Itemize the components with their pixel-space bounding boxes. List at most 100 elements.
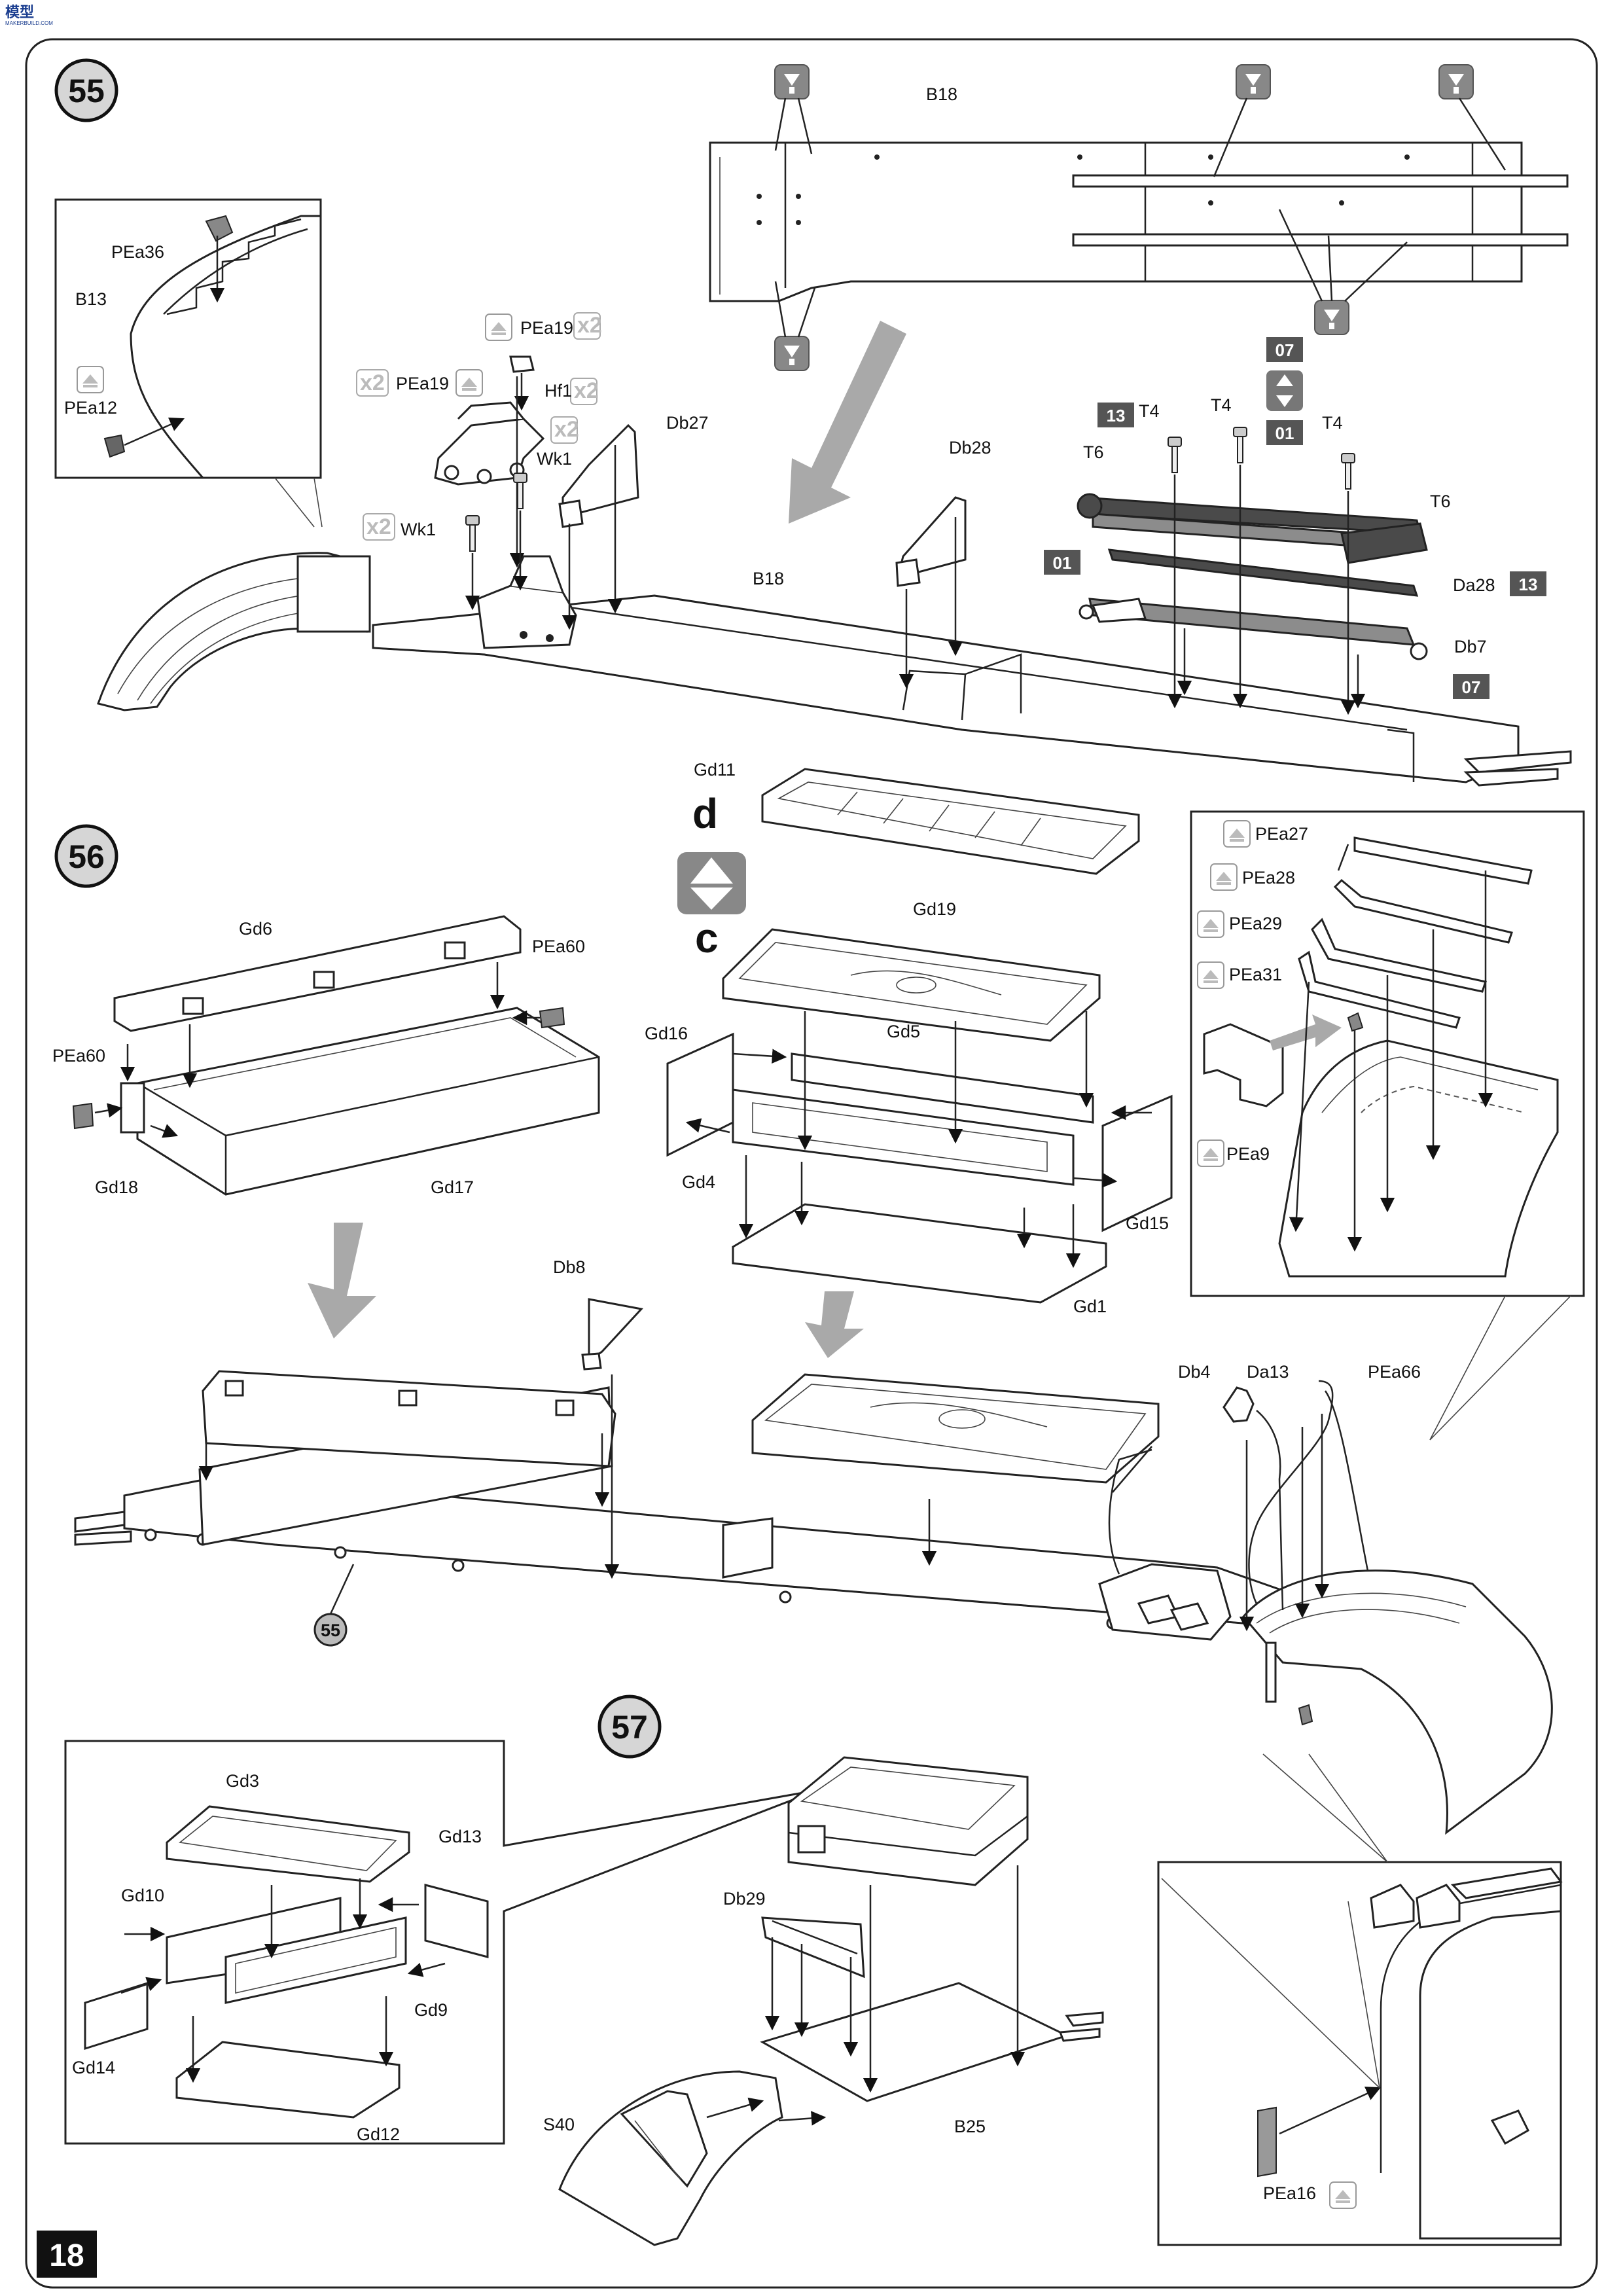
part-label: PEa28 (1242, 868, 1295, 888)
inset-b13 (54, 198, 322, 479)
part-label: x2 (366, 514, 391, 539)
part-label: Db7 (1454, 637, 1487, 656)
assembly-arrow (789, 321, 906, 524)
part-label: 56 (68, 838, 105, 875)
part-label: B18 (753, 569, 784, 588)
tool-rack-parts (1077, 427, 1428, 715)
part-label: PEa66 (1368, 1362, 1421, 1382)
part-label: x2 (554, 417, 579, 442)
step-56: 56 Gd6 PEa60 PEa60 Gd18 Gd17 d (52, 760, 1585, 1835)
page-number: 18 (49, 2238, 84, 2273)
bracket-db28 (895, 496, 967, 689)
part-label: 07 (1462, 677, 1481, 697)
part-label: x2 (574, 378, 599, 403)
part-label: 13 (1107, 406, 1126, 425)
step-reference-55: 55 (321, 1621, 340, 1640)
part-label: 13 (1519, 575, 1538, 594)
x2-markers: x2 x2 x2 x2 x2 (356, 312, 602, 541)
lid-gd11 (761, 768, 1140, 875)
part-label: Wk1 (401, 520, 436, 539)
part-label: Gd4 (682, 1172, 715, 1192)
chassis-b18 (372, 555, 1572, 787)
assembly-arrow (308, 1223, 376, 1338)
part-label: Gd12 (357, 2125, 400, 2144)
part-label: Db28 (949, 438, 991, 457)
part-label: B13 (75, 289, 107, 309)
part-label: Gd14 (72, 2058, 115, 2077)
part-label: Gd16 (645, 1024, 688, 1043)
step57-assembly (558, 1756, 1104, 2246)
assembly-arrow (805, 1291, 864, 1358)
inset-gd12-box (64, 1740, 819, 2145)
part-label: T4 (1139, 401, 1160, 421)
part-label: PEa12 (64, 398, 117, 418)
part-label: PEa29 (1229, 914, 1282, 933)
part-label: Gd15 (1126, 1213, 1169, 1233)
publisher-logo: 模型 MAKERBUILD.COM (4, 3, 53, 26)
part-label: Gd18 (95, 1177, 138, 1197)
part-label: Gd19 (913, 899, 956, 919)
part-label: PEa60 (52, 1046, 105, 1066)
toolbox-gd17-assembly (72, 915, 600, 1196)
part-label: Db8 (553, 1257, 586, 1277)
step-number-badge (54, 58, 118, 122)
part-label: Gd10 (121, 1886, 164, 1905)
part-label: Db4 (1178, 1362, 1211, 1382)
part-label: T6 (1430, 492, 1451, 511)
part-label: PEa60 (532, 937, 585, 956)
part-label: x2 (360, 370, 385, 395)
part-label: d (692, 790, 718, 837)
part-label: T6 (1083, 442, 1104, 462)
part-label: Gd5 (887, 1022, 920, 1041)
part-label: Db29 (723, 1889, 766, 1909)
step-55: 55 B18 (54, 58, 1572, 787)
part-label: PEa31 (1229, 965, 1282, 984)
inset-fender-plates (1190, 810, 1585, 1297)
part-label: 01 (1275, 423, 1294, 443)
part-label: T4 (1322, 413, 1343, 433)
part-label: S40 (543, 2115, 575, 2134)
part-label: Gd1 (1073, 1297, 1107, 1316)
label-b18-top: B18 (926, 84, 957, 104)
part-label: Db27 (666, 413, 709, 433)
part-label: Gd11 (694, 760, 736, 780)
part-label: 模型 (5, 4, 34, 20)
inset-pea16 (1157, 1753, 1563, 2246)
part-label: Da13 (1247, 1362, 1289, 1382)
part-label: T4 (1211, 395, 1232, 415)
part-label: Gd9 (414, 2000, 448, 2020)
chassis-step56 (74, 1298, 1553, 1835)
part-label: 57 (611, 1709, 648, 1746)
part-label: PEa27 (1255, 824, 1308, 844)
part-label: PEa16 (1263, 2183, 1316, 2203)
hitch-parts (434, 355, 639, 630)
part-label: c (695, 914, 719, 961)
part-label: 01 (1053, 553, 1072, 573)
part-label: PEa19 (396, 374, 449, 393)
fender-assembly (97, 552, 371, 711)
part-label: PEa19 (520, 318, 573, 338)
part-label: PEa36 (111, 242, 164, 262)
part-label: Gd13 (438, 1827, 482, 1846)
box-panels (666, 1011, 1173, 1304)
paint-reference-chips: 07 01 13 01 13 07 (1044, 337, 1546, 699)
lid-gd19 (722, 928, 1101, 1042)
part-label: B25 (954, 2117, 986, 2136)
page-number-box (37, 2231, 97, 2278)
part-label: Hf1 (544, 381, 572, 401)
step-number: 55 (68, 73, 105, 109)
part-label: Gd3 (226, 1771, 259, 1791)
part-label: x2 (577, 313, 602, 338)
part-label: MAKERBUILD.COM (5, 20, 53, 26)
part-label: Wk1 (537, 449, 572, 469)
step-57: 57 Gd3 Gd13 Gd10 Gd14 Gd9 Gd12 (64, 1695, 1563, 2246)
part-label: Gd17 (431, 1177, 474, 1197)
part-label: Da28 (1453, 575, 1495, 595)
part-label: PEa9 (1226, 1144, 1270, 1164)
chassis-plate-b18-top-view (709, 141, 1569, 302)
part-label: 07 (1275, 340, 1294, 360)
page-frame (25, 38, 1598, 2289)
part-label: Gd6 (239, 919, 272, 939)
